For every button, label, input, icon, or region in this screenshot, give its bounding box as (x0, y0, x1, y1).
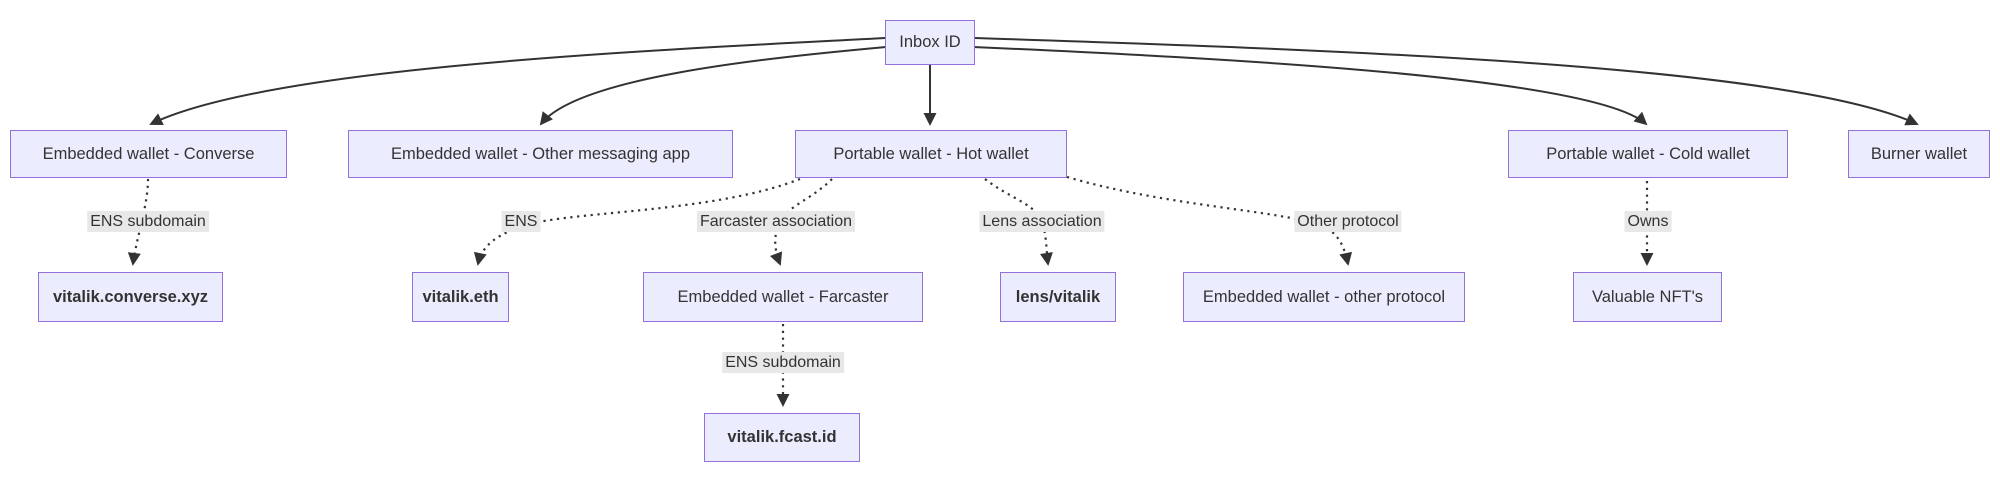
node-burner-wallet-label: Burner wallet (1870, 144, 1968, 163)
node-lens-vitalik-label: lens/vitalik (1015, 287, 1101, 306)
edge-inbox-to-converse (149, 37, 886, 126)
node-valuable-nfts-label: Valuable NFT's (1591, 287, 1704, 306)
edge-converse-to-converse-xyz (127, 178, 150, 266)
edge-label-lens-association: Lens association (979, 211, 1105, 232)
node-vitalik-fcast-id-label: vitalik.fcast.id (727, 428, 837, 446)
node-vitalik-fcast-id: vitalik.fcast.id (704, 413, 860, 462)
node-embedded-wallet-farcaster: Embedded wallet - Farcaster (643, 272, 923, 322)
edge-label-ens-subdomain-converse: ENS subdomain (87, 211, 209, 232)
edge-hot-to-farcaster (769, 178, 833, 266)
edge-inbox-to-other-messaging (539, 46, 887, 126)
edge-inbox-to-cold (972, 46, 1648, 126)
node-portable-wallet-hot-wallet-label: Portable wallet - Hot wallet (833, 144, 1029, 163)
node-portable-wallet-cold-wallet-label: Portable wallet - Cold wallet (1546, 144, 1750, 163)
node-inbox-id: Inbox ID (885, 20, 975, 65)
node-embedded-wallet-farcaster-label: Embedded wallet - Farcaster (677, 287, 889, 306)
node-vitalik-eth: vitalik.eth (412, 272, 509, 322)
node-valuable-nfts: Valuable NFT's (1573, 272, 1722, 322)
node-embedded-wallet-converse: Embedded wallet - Converse (10, 130, 287, 178)
node-portable-wallet-hot-wallet: Portable wallet - Hot wallet (795, 130, 1067, 178)
edge-label-ens-subdomain-farcaster: ENS subdomain (722, 352, 844, 373)
edge-label-ens: ENS (501, 211, 541, 232)
edge-hot-to-vitalik-eth (473, 177, 801, 266)
node-inbox-id-label: Inbox ID (899, 33, 961, 51)
edge-hot-to-other-protocol-wallet (1066, 175, 1353, 266)
edge-label-other-protocol: Other protocol (1294, 211, 1402, 232)
edge-inbox-to-burner (974, 37, 1919, 126)
node-embedded-wallet-other-protocol-label: Embedded wallet - other protocol (1202, 287, 1446, 306)
edge-label-farcaster-association: Farcaster association (696, 211, 856, 232)
node-vitalik-converse-xyz-label: vitalik.converse.xyz (52, 287, 208, 306)
node-vitalik-converse-xyz: vitalik.converse.xyz (38, 272, 223, 322)
node-portable-wallet-cold-wallet: Portable wallet - Cold wallet (1508, 130, 1788, 178)
node-lens-vitalik: lens/vitalik (1000, 272, 1116, 322)
edge-label-owns: Owns (1624, 211, 1672, 232)
node-embedded-wallet-converse-label: Embedded wallet - Converse (42, 144, 255, 163)
node-embedded-wallet-other-messaging-app: Embedded wallet - Other messaging app (348, 130, 733, 178)
node-embedded-wallet-other-messaging-app-label: Embedded wallet - Other messaging app (391, 144, 690, 163)
node-vitalik-eth-label: vitalik.eth (422, 287, 499, 306)
node-burner-wallet: Burner wallet (1848, 130, 1990, 178)
node-embedded-wallet-other-protocol: Embedded wallet - other protocol (1183, 272, 1465, 322)
